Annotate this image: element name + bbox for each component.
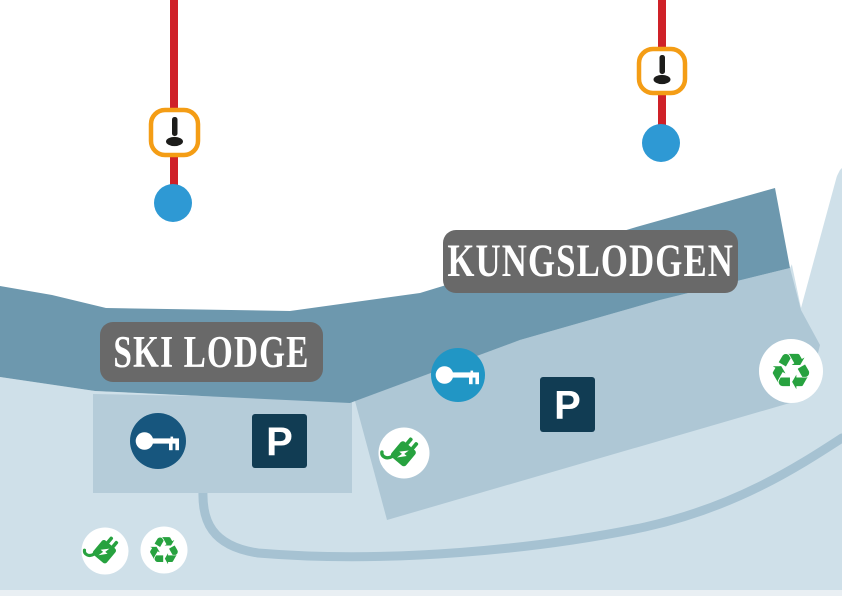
drag-lift-icon (148, 107, 201, 158)
ev-charging-icon (378, 427, 430, 479)
kungslodgen-label: KUNGSLODGEN (443, 230, 738, 293)
drag-lift-icon (636, 46, 688, 96)
key-icon (130, 413, 186, 469)
ski-lodge-label: SKI LODGE (100, 322, 323, 382)
svg-text:P: P (266, 420, 293, 464)
lift-line (170, 0, 178, 203)
svg-text:P: P (554, 384, 581, 428)
ev-charging-icon (81, 527, 129, 575)
parking-icon: P (252, 414, 307, 468)
recycling-icon: ♻ (140, 526, 188, 574)
svg-text:♻: ♻ (769, 343, 814, 401)
drag-lift-left (148, 0, 201, 222)
bottom-strip (0, 590, 842, 596)
access-road (198, 433, 842, 562)
snow-gap (777, 172, 838, 308)
recycling-icon: ♻ (759, 339, 823, 403)
kungslodgen-label-text: KUNGSLODGEN (447, 235, 734, 287)
ski-lodge-label-text: SKI LODGE (113, 326, 310, 377)
svg-text:♻: ♻ (147, 529, 181, 573)
drag-lift-right (636, 0, 688, 162)
parking-icon: P (540, 377, 595, 432)
lift-base-station (642, 124, 680, 162)
key-icon (431, 348, 485, 402)
lift-base-station (154, 184, 192, 222)
